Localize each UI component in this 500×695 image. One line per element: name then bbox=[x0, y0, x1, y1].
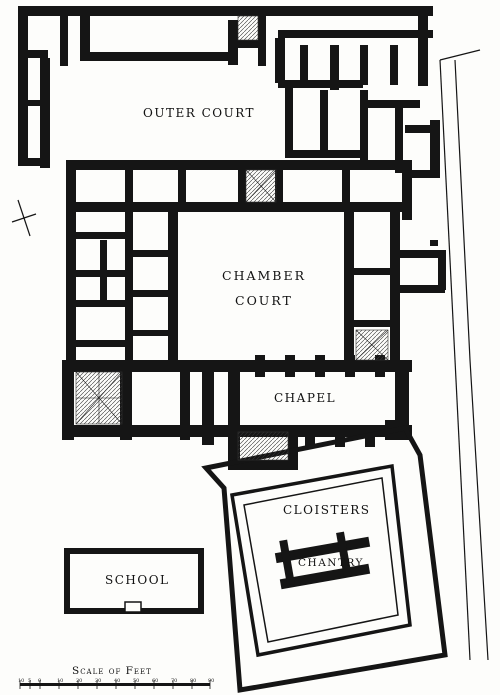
chamber-west-wall bbox=[168, 212, 178, 372]
scale-tick-label: 60 bbox=[152, 678, 159, 684]
scale-tick-label: 80 bbox=[190, 678, 197, 684]
school-label: SCHOOL bbox=[105, 573, 170, 587]
chapel-label: CHAPEL bbox=[274, 391, 337, 405]
scale-tick-label: 10 bbox=[18, 678, 25, 684]
scale-tick-label: 90 bbox=[208, 678, 215, 684]
scale-tick-label: 20 bbox=[76, 678, 83, 684]
chamber-court-label-line2: COURT bbox=[235, 293, 293, 308]
scale-tick-label: 5 bbox=[28, 678, 32, 684]
north-wall bbox=[18, 6, 433, 16]
outer-court-label: OUTER COURT bbox=[143, 106, 256, 120]
chamber-east-wall bbox=[344, 212, 354, 372]
cloisters-label: CLOISTERS bbox=[283, 503, 371, 517]
scale-tick-label: 40 bbox=[114, 678, 121, 684]
scale-tick-label: 10 bbox=[57, 678, 64, 684]
orientation-mark bbox=[11, 199, 37, 237]
scale-bar bbox=[19, 680, 211, 689]
cloister-inner-wall bbox=[229, 463, 412, 658]
chapel-porch-vault bbox=[237, 431, 289, 461]
west-wall-outer bbox=[18, 6, 28, 166]
scale-tick-label: 70 bbox=[171, 678, 178, 684]
scale-tick-label: 0 bbox=[38, 678, 42, 684]
scale-tick-label: 50 bbox=[133, 678, 140, 684]
cloister-outer-wall bbox=[201, 425, 448, 693]
scale-title: Scale of Feet bbox=[72, 665, 152, 677]
scale-tick-label: 30 bbox=[95, 678, 102, 684]
chamber-court-label-line1: CHAMBER bbox=[222, 268, 307, 283]
school-north-wall bbox=[64, 548, 204, 554]
chantry-label: CHANTRY bbox=[298, 557, 364, 569]
east-boundary-line-a bbox=[439, 59, 471, 661]
